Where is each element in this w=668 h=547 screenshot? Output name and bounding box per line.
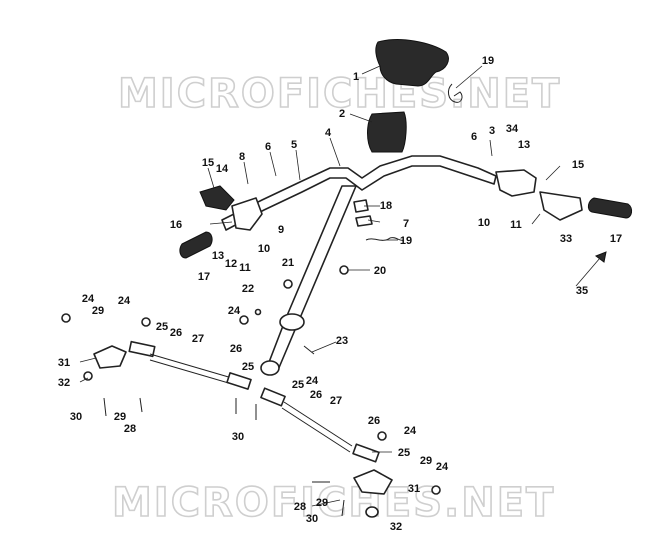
callout-24f: 24 bbox=[436, 461, 449, 473]
callout-14: 14 bbox=[216, 163, 229, 175]
callout-28: 28 bbox=[124, 423, 136, 435]
part-35 bbox=[594, 251, 607, 263]
callout-29b: 29 bbox=[114, 411, 126, 423]
callout-1: 1 bbox=[353, 71, 359, 83]
callout-29d: 29 bbox=[316, 497, 328, 509]
callout-2: 2 bbox=[339, 108, 345, 120]
callout-30b: 30 bbox=[232, 431, 244, 443]
callout-16: 16 bbox=[170, 219, 182, 231]
post-collar bbox=[279, 313, 305, 331]
callout-24b: 24 bbox=[82, 293, 95, 305]
right-tie-rod-arm bbox=[353, 469, 393, 495]
left-rod-end-25b bbox=[226, 372, 252, 390]
callout-3: 3 bbox=[489, 125, 495, 137]
callout-26d: 26 bbox=[368, 415, 380, 427]
right-lever bbox=[539, 191, 583, 221]
callout-25b: 25 bbox=[242, 361, 254, 373]
callout-34: 34 bbox=[506, 123, 519, 135]
callout-27: 27 bbox=[192, 333, 204, 345]
callout-25: 25 bbox=[156, 321, 168, 333]
callout-24d: 24 bbox=[306, 375, 319, 387]
left-tie-rod-27 bbox=[149, 353, 233, 379]
left-lever bbox=[199, 185, 235, 211]
callout-28b: 28 bbox=[294, 501, 306, 513]
callout-6b: 6 bbox=[471, 131, 477, 143]
callout-11: 11 bbox=[239, 262, 251, 274]
callout-5: 5 bbox=[291, 139, 297, 151]
callout-33: 33 bbox=[560, 233, 572, 245]
part-1-pad bbox=[375, 39, 449, 87]
callout-25c: 25 bbox=[292, 379, 304, 391]
callout-15b: 15 bbox=[572, 159, 584, 171]
callout-22: 22 bbox=[242, 283, 254, 295]
callout-7: 7 bbox=[403, 218, 409, 230]
callout-26b: 26 bbox=[230, 343, 242, 355]
callout-20: 20 bbox=[374, 265, 386, 277]
left-rod-end-25 bbox=[128, 340, 156, 358]
callout-9: 9 bbox=[278, 224, 284, 236]
part-21 bbox=[283, 279, 293, 289]
callout-13: 13 bbox=[212, 250, 224, 262]
callout-29: 29 bbox=[92, 305, 104, 317]
callout-19b: 19 bbox=[400, 235, 412, 247]
callout-30c: 30 bbox=[306, 513, 318, 525]
callout-26c: 26 bbox=[310, 389, 322, 401]
callout-24e: 24 bbox=[404, 425, 417, 437]
right-grip bbox=[587, 197, 633, 219]
callout-26: 26 bbox=[170, 327, 182, 339]
right-rod-end-25b bbox=[352, 443, 380, 463]
callout-17b: 17 bbox=[610, 233, 622, 245]
leader-lines bbox=[79, 65, 601, 507]
callout-13b: 13 bbox=[518, 139, 530, 151]
callouts: 1 19 2 4 5 6 8 15 14 16 13 12 11 10 9 17… bbox=[58, 55, 622, 533]
callout-24: 24 bbox=[228, 305, 241, 317]
hardware-bolts bbox=[61, 313, 441, 518]
callout-32b: 32 bbox=[390, 521, 402, 533]
callout-10b: 10 bbox=[478, 217, 490, 229]
part-20 bbox=[339, 265, 349, 275]
part-19-clip bbox=[447, 83, 463, 103]
callout-18: 18 bbox=[380, 200, 392, 212]
callout-24c: 24 bbox=[118, 295, 131, 307]
callout-25d: 25 bbox=[398, 447, 410, 459]
callout-15: 15 bbox=[202, 157, 214, 169]
callout-12: 12 bbox=[225, 258, 237, 270]
callout-4: 4 bbox=[325, 127, 332, 139]
handlebar bbox=[221, 155, 497, 231]
part-2-cover bbox=[367, 111, 407, 153]
callout-21: 21 bbox=[282, 257, 294, 269]
callout-29c: 29 bbox=[420, 455, 432, 467]
steering-post bbox=[285, 185, 357, 319]
right-rod-end-25 bbox=[260, 387, 286, 407]
watermark-bottom: MICROFICHES.NET bbox=[112, 480, 555, 526]
part-22 bbox=[254, 308, 262, 316]
right-control-housing bbox=[495, 169, 537, 197]
part-18 bbox=[353, 199, 369, 213]
part-7 bbox=[355, 215, 373, 227]
callout-30: 30 bbox=[70, 411, 82, 423]
callout-11b: 11 bbox=[510, 219, 522, 231]
callout-19: 19 bbox=[482, 55, 494, 67]
callout-31: 31 bbox=[58, 357, 70, 369]
callout-17: 17 bbox=[198, 271, 210, 283]
callout-8: 8 bbox=[239, 151, 245, 163]
left-grip bbox=[179, 231, 213, 259]
left-control-housing bbox=[231, 197, 263, 231]
callout-10: 10 bbox=[258, 243, 270, 255]
part-19-wire bbox=[365, 237, 405, 241]
callout-27b: 27 bbox=[330, 395, 342, 407]
callout-35: 35 bbox=[576, 285, 588, 297]
callout-31b: 31 bbox=[408, 483, 420, 495]
right-tie-rod-27 bbox=[283, 401, 353, 447]
left-tie-rod-end bbox=[93, 345, 127, 369]
callout-23: 23 bbox=[336, 335, 348, 347]
callout-6: 6 bbox=[265, 141, 271, 153]
watermark-top: MICROFICHES.NET bbox=[118, 71, 561, 117]
callout-32: 32 bbox=[58, 377, 70, 389]
post-bottom bbox=[260, 360, 280, 376]
